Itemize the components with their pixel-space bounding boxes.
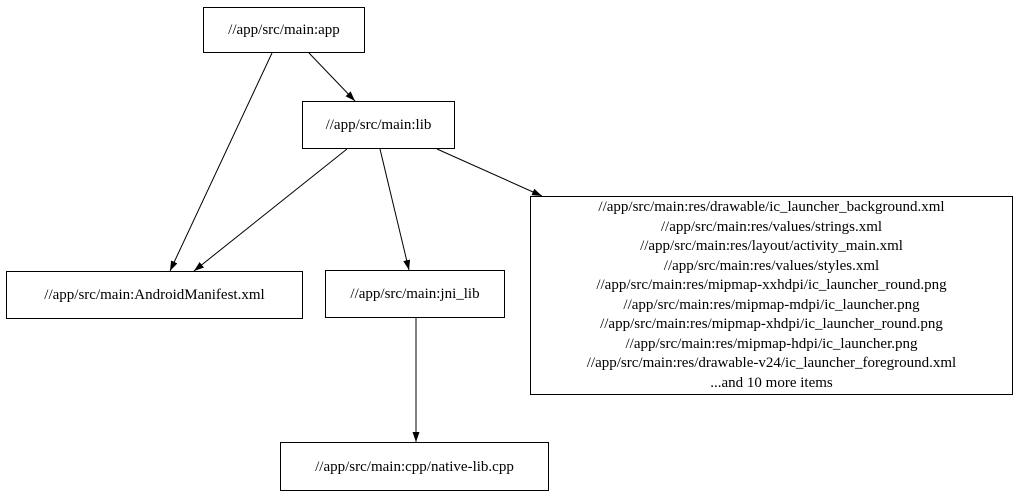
node-jni-lib: //app/src/main:jni_lib (325, 270, 505, 318)
node-lib-label: //app/src/main:lib (325, 117, 432, 133)
res-group-more-items-label: ...and 10 more items (710, 374, 833, 391)
res-file-label: //app/src/main:res/drawable-v24/ic_launc… (586, 355, 957, 371)
edge-lib-to-android-manifest (193, 148, 348, 272)
edge-app-to-lib (308, 52, 356, 102)
res-file-label: //app/src/main:res/drawable/ic_launcher_… (598, 199, 945, 215)
res-file-label: //app/src/main:res/values/styles.xml (663, 257, 880, 274)
res-file-label: //app/src/main:res/mipmap-hdpi/ic_launch… (625, 335, 918, 352)
node-native-lib-cpp: //app/src/main:cpp/native-lib.cpp (280, 442, 549, 491)
res-file-label: //app/src/main:res/layout/activity_main.… (640, 238, 903, 254)
res-file-label: //app/src/main:res/mipmap-xhdpi/ic_launc… (600, 316, 943, 332)
node-app: //app/src/main:app (203, 7, 365, 53)
edge-lib-to-res-group (436, 148, 543, 197)
edge-lib-to-jni-lib (379, 148, 411, 271)
node-res-group: //app/src/main:res/drawable/ic_launcher_… (530, 196, 1013, 395)
res-file-label: //app/src/main:res/mipmap-xxhdpi/ic_laun… (596, 277, 947, 293)
node-android-manifest: //app/src/main:AndroidManifest.xml (6, 271, 303, 319)
res-file-label: //app/src/main:res/values/strings.xml (660, 218, 883, 235)
node-app-label: //app/src/main:app (228, 22, 340, 38)
res-file-label: //app/src/main:res/mipmap-mdpi/ic_launch… (623, 296, 920, 313)
node-native-lib-cpp-label: //app/src/main:cpp/native-lib.cpp (315, 458, 514, 475)
edge-app-to-android-manifest (169, 52, 273, 272)
node-android-manifest-label: //app/src/main:AndroidManifest.xml (44, 287, 265, 303)
node-lib: //app/src/main:lib (302, 101, 455, 149)
node-jni-lib-label: //app/src/main:jni_lib (350, 286, 480, 302)
